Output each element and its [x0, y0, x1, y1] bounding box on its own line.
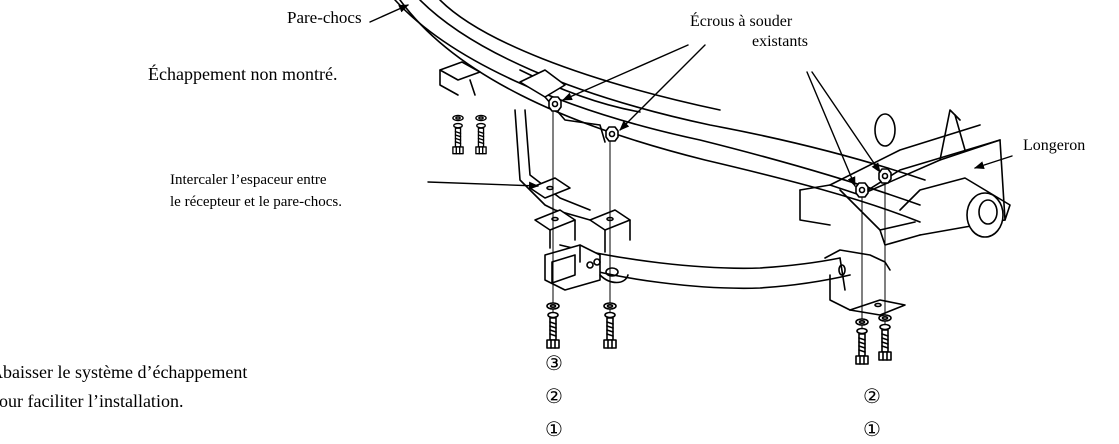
weld-nut-4: [878, 168, 892, 184]
lower-exhaust-instruction-line1: Abaisser le système d’échappement: [0, 362, 248, 382]
bolt-upper-left-a: [452, 114, 464, 155]
weld-nuts-label-line2: existants: [752, 33, 808, 50]
hardware-number-left-1: ③: [545, 351, 563, 375]
bumper-beam: [394, 0, 926, 246]
weld-nut-1: [548, 96, 562, 112]
bolt-lower-left-b: [603, 302, 617, 349]
spacer-instruction-line1: Intercaler l’espaceur entre: [170, 172, 327, 188]
hitch-receiver-assembly: [514, 109, 906, 316]
exhaust-not-shown-note: Échappement non montré.: [148, 64, 338, 84]
bumper-label: Pare-chocs: [287, 8, 362, 27]
weld-nut-3: [855, 182, 869, 198]
bolt-upper-left-b: [475, 114, 487, 155]
bolt-lower-right-b: [878, 314, 892, 361]
callout-arrows: [369, 4, 1013, 190]
hardware-number-right-2: ①: [863, 417, 881, 441]
hardware-number-left-2: ②: [545, 384, 563, 408]
bolt-lower-right-a: [855, 318, 869, 365]
lower-exhaust-instruction-line2: pour faciliter l’installation.: [0, 391, 184, 411]
weld-nut-2: [605, 126, 619, 142]
hardware-number-right-1: ②: [863, 384, 881, 408]
frame-rail-label: Longeron: [1023, 137, 1086, 154]
left-upper-bracket: [439, 61, 481, 96]
bolt-lower-left-a: [546, 302, 560, 349]
spacer-instruction-line2: le récepteur et le pare-chocs.: [170, 194, 342, 210]
weld-nuts-label-line1: Écrous à souder: [690, 13, 793, 30]
hardware-number-left-3: ①: [545, 417, 563, 441]
